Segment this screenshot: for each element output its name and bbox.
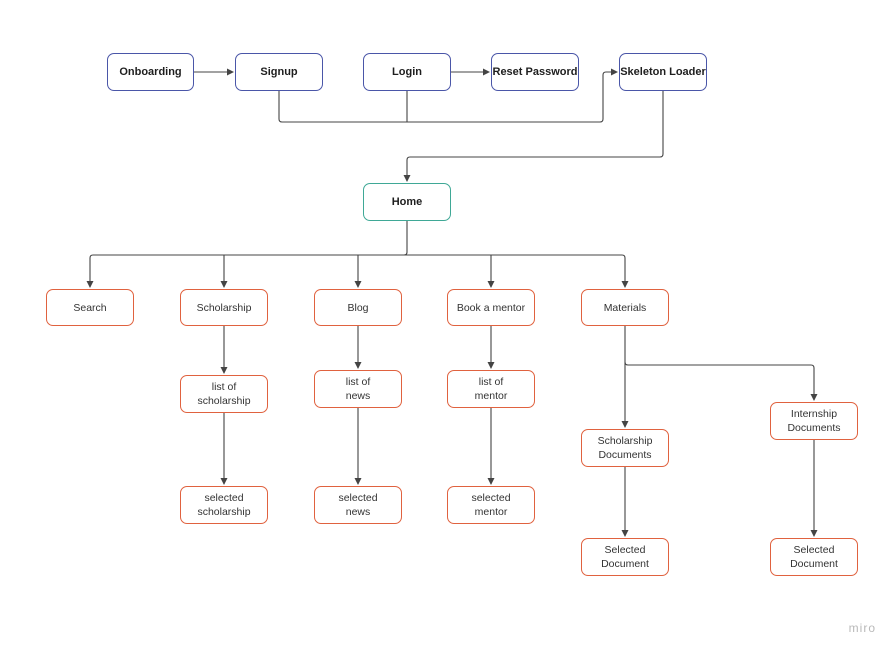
edge-signup-skeleton <box>278 68 618 123</box>
node-materials[interactable]: Materials <box>581 289 669 326</box>
node-scholarship[interactable]: Scholarship <box>180 289 268 326</box>
node-login[interactable]: Login <box>363 53 451 91</box>
node-list-scholarship[interactable]: list of scholarship <box>180 375 268 413</box>
node-selected-mentor[interactable]: selected mentor <box>447 486 535 524</box>
edge-home-materials-bar <box>404 254 626 259</box>
node-blog[interactable]: Blog <box>314 289 402 326</box>
miro-watermark: miro <box>848 621 876 635</box>
node-search[interactable]: Search <box>46 289 134 326</box>
node-list-news[interactable]: list of news <box>314 370 402 408</box>
node-home[interactable]: Home <box>363 183 451 221</box>
edge-skeleton-home <box>403 91 664 182</box>
node-selected-document-internship[interactable]: Selected Document <box>770 538 858 576</box>
node-reset-password[interactable]: Reset Password <box>491 53 579 91</box>
node-skeleton-loader[interactable]: Skeleton Loader <box>619 53 707 91</box>
node-scholarship-documents[interactable]: Scholarship Documents <box>581 429 669 467</box>
edge-home-trunk <box>89 221 408 259</box>
node-internship-documents[interactable]: Internship Documents <box>770 402 858 440</box>
edge-materials-internship-docs <box>624 361 818 401</box>
node-book-mentor[interactable]: Book a mentor <box>447 289 535 326</box>
node-selected-scholarship[interactable]: selected scholarship <box>180 486 268 524</box>
node-onboarding[interactable]: Onboarding <box>107 53 194 91</box>
node-signup[interactable]: Signup <box>235 53 323 91</box>
node-list-mentor[interactable]: list of mentor <box>447 370 535 408</box>
node-selected-news[interactable]: selected news <box>314 486 402 524</box>
node-selected-document-scholarship[interactable]: Selected Document <box>581 538 669 576</box>
